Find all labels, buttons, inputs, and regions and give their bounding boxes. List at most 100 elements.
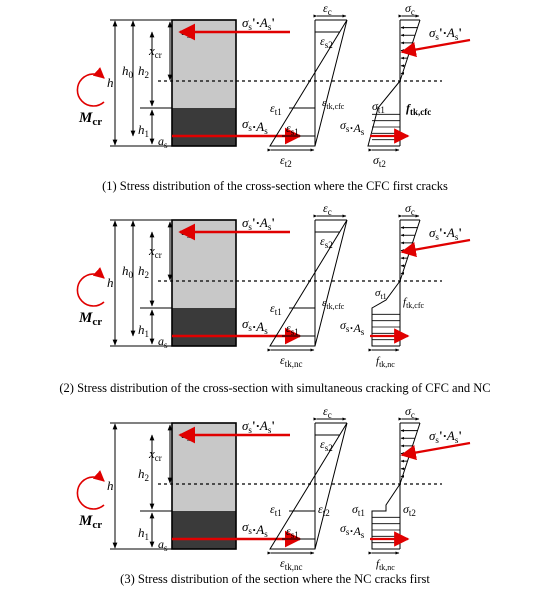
label-stress-f: ftk,cfc [403, 296, 425, 310]
nc-layer [172, 108, 236, 146]
panel-caption-3: (3) Stress distribution of the section w… [120, 572, 430, 586]
label-stress-f-part: tk,cfc [406, 301, 424, 310]
label-xcr-part: cr [155, 250, 162, 260]
label-stress-f-part: f [403, 296, 408, 308]
label-bottom-steel-force-part: A [255, 522, 264, 537]
label-stress-bottom-steel-force-part: · [349, 121, 353, 135]
label-stress-bottom-steel-force-part: s [346, 527, 350, 537]
label-strain-mid-part: ε [322, 297, 327, 309]
label-stress-t1-part: t1 [378, 105, 385, 115]
label-top-steel-force: σs'·As' [242, 418, 275, 435]
label-as-bottom-part: s [164, 140, 168, 150]
label-stress-c-part: c [411, 207, 415, 217]
label-bottom-steel-force-part: σ [242, 316, 249, 331]
label-xcr: xcr [148, 243, 162, 260]
label-stress-top-steel-force-part: ' [439, 25, 443, 40]
label-stress-top-steel-force-part: ' [439, 428, 443, 443]
label-bottom-steel-force-part: s [248, 526, 252, 536]
label-stress-top-steel-force-part: A [446, 225, 455, 240]
label-h1-part: h [138, 122, 145, 137]
label-strain-s2: εs2 [320, 437, 333, 453]
label-strain-bottom-part: tk,nc [285, 562, 303, 572]
label-h: h [107, 275, 114, 290]
label-xcr-part: cr [155, 453, 162, 463]
label-stress-f-part: tk,cfc [410, 107, 431, 117]
label-h0-part: h [122, 63, 129, 78]
label-stress-top-steel-force-part: σ [429, 25, 436, 40]
label-stress-bottom: ftk,nc [376, 355, 395, 369]
label-as-bottom-part: s [164, 543, 168, 553]
label-stress-t1-part: t1 [358, 508, 365, 518]
label-strain-mid: εtk,cfc [322, 97, 345, 111]
label-stress-bottom-steel-force-part: σ [340, 318, 347, 332]
label-h1: h1 [138, 322, 149, 339]
label-strain-bottom-part: t2 [285, 159, 292, 169]
label-h: h [107, 75, 114, 90]
label-h-part: h [107, 75, 114, 90]
label-xcr-part: x [148, 446, 155, 461]
label-stress-top-steel-force-part: A [446, 25, 455, 40]
label-strain-c-part: c [328, 410, 332, 420]
label-moment-part: cr [92, 116, 102, 128]
section-outline [171, 19, 237, 147]
label-strain-bottom-part: ε [280, 353, 285, 367]
label-stress-bottom-steel-force-part: A [352, 524, 361, 538]
label-bottom-steel-force-part: · [252, 319, 256, 334]
label-moment: Mcr [78, 513, 102, 531]
label-xcr-part: x [148, 243, 155, 258]
label-top-steel-force-part: ' [252, 15, 256, 30]
label-h0-part: 0 [129, 270, 134, 280]
label-xcr: xcr [148, 43, 162, 60]
label-strain-t1-part: t1 [275, 107, 282, 117]
label-strain-t1-part: t1 [275, 508, 282, 518]
label-top-steel-force-part: ' [271, 15, 275, 30]
label-moment-part: M [78, 513, 93, 529]
label-h: h [107, 478, 114, 493]
label-stress-bottom-part: tk,nc [379, 563, 395, 572]
label-strain-mid-part: tk,cfc [326, 102, 344, 111]
moment-arrow-icon [76, 470, 105, 510]
label-bottom-steel-force-part: s [248, 123, 252, 133]
label-h1: h1 [138, 525, 149, 542]
panel-3: hh2h1xcrasasMcrσs'·As'σs·Asεcεs2εt1εt2εs… [76, 404, 471, 572]
label-strain-t1-part: ε [270, 301, 275, 315]
label-top-steel-force-part: · [256, 15, 260, 30]
label-h0: h0 [122, 63, 134, 80]
label-strain-c: εc [323, 201, 332, 217]
label-stress-top-steel-force-part: σ [429, 428, 436, 443]
label-bottom-steel-force-part: σ [242, 116, 249, 131]
label-bottom-steel-force: σs·As [242, 316, 268, 336]
label-as-bottom-part: s [164, 340, 168, 350]
label-stress-bottom-steel-force-part: · [349, 321, 353, 335]
label-top-steel-force-part: s [248, 222, 252, 232]
label-xcr-part: x [148, 43, 155, 58]
panel-1: hh0h2h1xcrasasMcrσs'·As'σs·Asεcεs2εt1εtk… [76, 1, 471, 169]
label-xcr-part: cr [155, 50, 162, 60]
nc-layer [172, 308, 236, 346]
label-stress-bottom-steel-force-part: s [346, 324, 350, 334]
label-h2-part: 2 [145, 473, 150, 483]
label-top-steel-force-part: s [248, 22, 252, 32]
label-strain-s1-part: ε [286, 321, 291, 335]
label-strain-c-part: ε [323, 404, 328, 418]
label-stress-c-part: c [411, 410, 415, 420]
label-strain-t1-part: ε [270, 101, 275, 115]
label-stress-bottom-part: f [376, 558, 381, 570]
label-moment-part: M [78, 310, 93, 326]
label-stress-top-steel-force-part: s [455, 435, 459, 445]
label-stress-top-steel-force-part: s [435, 435, 439, 445]
label-strain-t1-part: ε [270, 502, 275, 516]
label-stress-bottom-steel-force: σs·As [340, 521, 365, 540]
label-as-bottom: as [158, 334, 168, 350]
label-strain-s2-part: s2 [325, 40, 333, 50]
nc-layer [172, 511, 236, 549]
label-stress-bottom-steel-force-part: s [346, 124, 350, 134]
label-stress-bottom-steel-force: σs·As [340, 318, 365, 337]
label-top-steel-force-part: A [259, 15, 268, 30]
label-strain-s2-part: s2 [325, 443, 333, 453]
stress-tension-profile [371, 280, 401, 347]
label-h0-part: h [122, 263, 129, 278]
label-stress-bottom-steel-force-part: · [349, 524, 353, 538]
